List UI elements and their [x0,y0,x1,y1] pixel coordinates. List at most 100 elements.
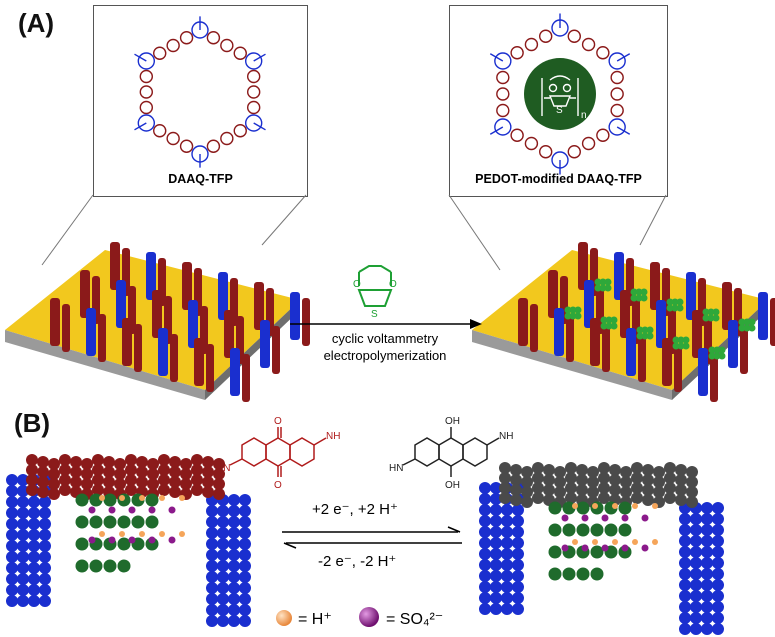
blue-atom [701,623,713,635]
pedot-film-platform [472,242,775,402]
pedot-cluster [635,288,643,296]
pedot-cluster [748,324,756,332]
linker-ring [539,145,553,159]
sulfate-ion [621,514,629,522]
proton-ion [652,539,658,545]
inset-connector-lines [41,194,667,271]
blue-atom [712,535,724,547]
frame-atom [510,474,522,486]
frame-atom [664,462,676,474]
blue-atom [206,604,218,616]
cof-pillar [584,280,594,328]
cof-pillar [674,344,682,392]
node-bond [134,122,147,131]
blue-atom [28,595,40,607]
cof-pillar [548,270,558,318]
frame-atom [26,464,38,476]
blue-atom [679,623,691,635]
frame-atom [136,476,148,488]
blue-atom [690,579,702,591]
pedot-cluster [594,278,602,286]
blue-atom [217,505,229,517]
blue-atom [479,603,491,615]
frame-atom [543,484,555,496]
cof-pillar [158,328,168,376]
frame-atom [631,462,643,474]
linker-ring [567,29,581,43]
svg-text:O: O [353,279,361,290]
proton-ion [159,495,165,501]
proton-ion [572,539,578,545]
frame-atom [125,454,137,466]
node-ring [494,52,512,70]
frame-atom [587,486,599,498]
blue-atom [239,494,251,506]
blue-atom [39,518,51,530]
sulfate-ion [641,544,649,552]
cof-pillar [122,318,132,366]
pedot-atom [75,559,89,573]
blue-atom [690,546,702,558]
frame-atom [587,476,599,488]
proton-ion [572,503,578,509]
cof-pillar [698,348,708,396]
frame-atom [125,464,137,476]
blue-atom [17,529,29,541]
frame-atom [70,476,82,488]
cof-pillar [116,280,126,328]
frame-atom [609,464,621,476]
linker-ring [153,124,167,138]
frame-atom [169,456,181,468]
blue-atom [17,474,29,486]
blue-atom [490,537,502,549]
node-bond [489,53,504,62]
pedot-atom [590,567,604,581]
pedot-cluster [605,322,613,330]
cof-pillar [620,290,630,338]
blue-atom [701,601,713,613]
blue-atom [690,535,702,547]
pedot-cluster [682,336,690,344]
sulfate-ion [108,536,116,544]
blue-atom [6,529,18,541]
blue-atom [6,507,18,519]
frame-atom [598,482,610,494]
pedot-cluster [646,326,654,334]
blue-atom [6,496,18,508]
blue-atom [28,496,40,508]
frame-atom [59,454,71,466]
blue-atom [28,540,40,552]
pedot-atom [75,493,89,507]
cof-pillar [686,272,696,320]
blue-atom [217,516,229,528]
cof-pillar [626,328,636,376]
frame-atom [664,492,676,504]
blue-atom [28,562,40,574]
frame-atom [620,486,632,498]
blue-atom [228,516,240,528]
pedot-cluster [676,298,684,306]
pedot-atom [618,501,632,515]
blue-atom [17,540,29,552]
edot-monomer-icon: O O S [353,265,397,320]
frame-atom [642,494,654,506]
linker-ring [539,29,553,43]
pedot-cluster [610,322,618,330]
cof-pillar [146,252,156,300]
cof-pillar [638,334,646,382]
blue-atom [206,582,218,594]
proton-legend-label: = H⁺ [298,611,332,628]
node-ring [244,114,263,132]
frame-atom [125,484,137,496]
frame-atom [620,476,632,488]
electropolymerization-arrow [290,319,482,329]
frame-atom [147,478,159,490]
blue-atom [17,518,29,530]
cof-pillar [650,262,660,310]
blue-atom [679,612,691,624]
blue-atom [501,570,513,582]
blue-atom [479,581,491,593]
cof-pillar [662,338,672,386]
linker-ring [139,100,154,115]
proton-ion [119,495,125,501]
